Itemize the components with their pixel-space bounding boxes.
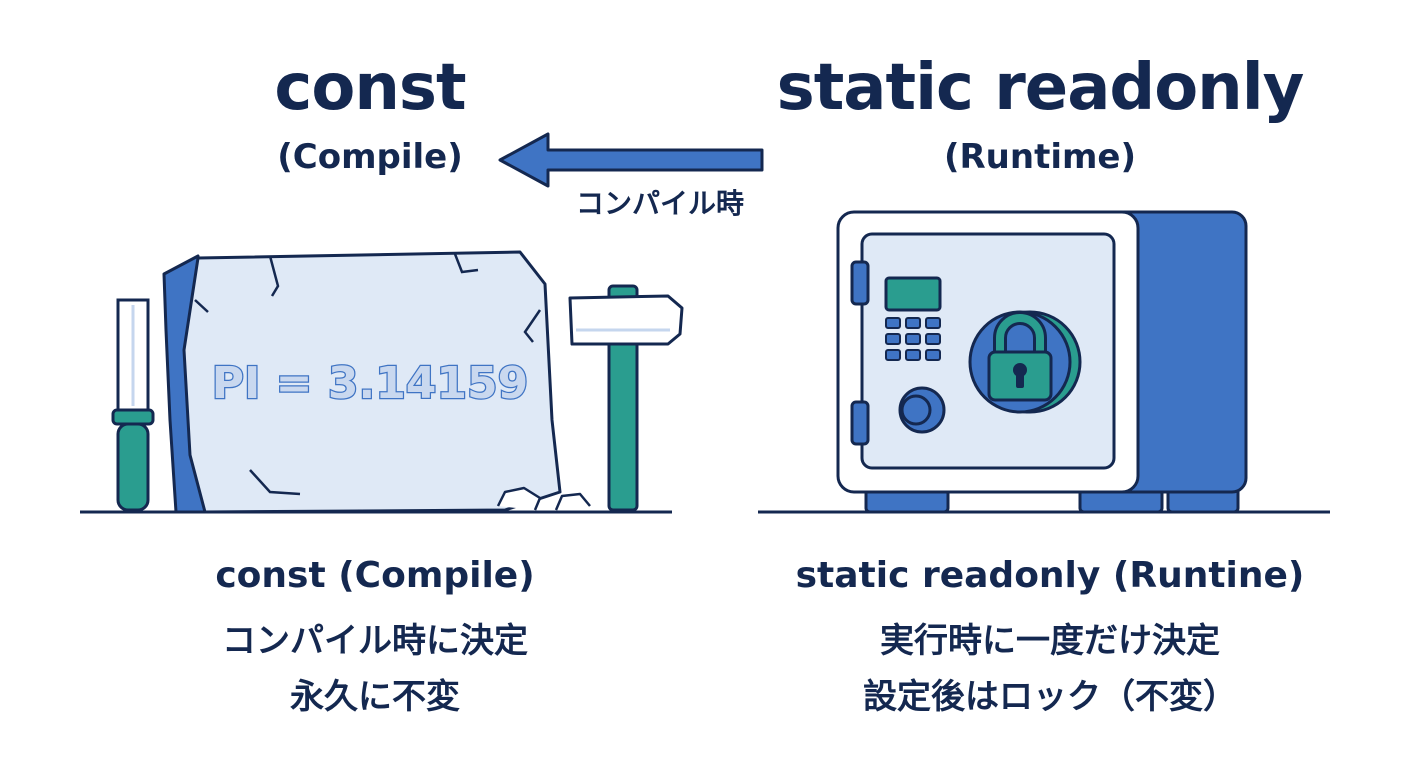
right-title: static readonly [776,51,1305,125]
padlock-icon [968,310,1082,414]
left-caption-heading: const (Compile) [215,555,535,596]
stone-tablet-icon [162,250,591,514]
right-subtitle: (Runtime) [943,137,1137,177]
keypad-icon [884,276,942,361]
tablet-inscription: PI = 3.14159 [212,358,529,409]
left-subtitle: (Compile) [277,137,463,177]
dial-icon [898,386,946,434]
arrow-label: コンパイル時 [575,187,744,220]
arrow-left-icon [498,132,764,188]
left-caption-line2: 永久に不変 [290,677,460,717]
right-caption-heading: static readonly (Runtine) [795,555,1305,596]
hammer-icon [568,284,684,512]
left-caption-line1: コンパイル時に決定 [222,621,528,661]
right-caption-line1: 実行時に一度だけ決定 [880,621,1220,661]
chisel-icon [111,298,155,512]
left-title: const [274,51,466,125]
right-caption-line2: 設定後はロック（不変） [863,677,1237,717]
